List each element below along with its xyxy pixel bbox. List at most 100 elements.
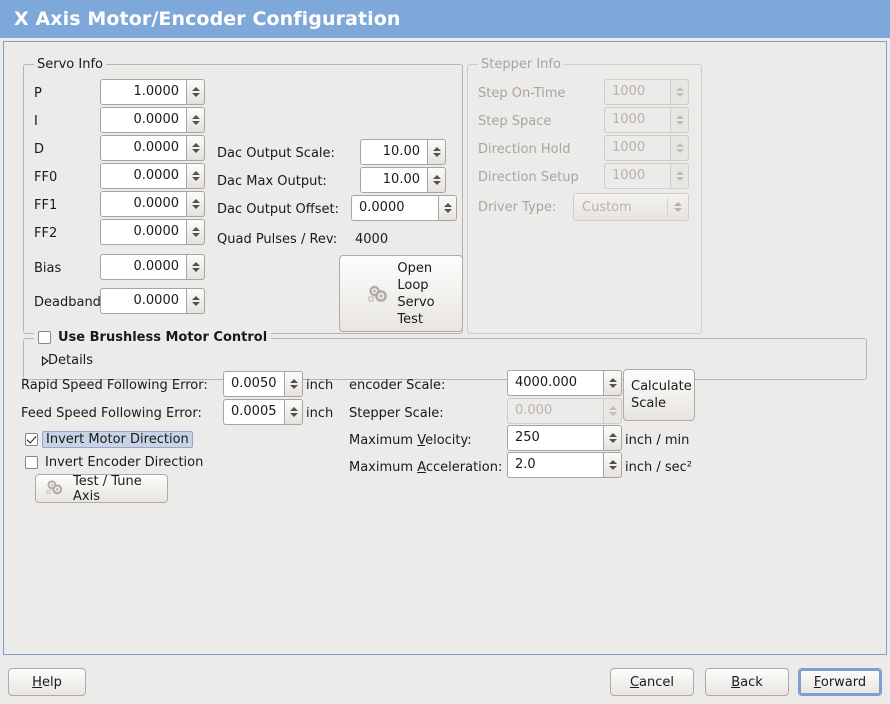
servo-value-ff2[interactable]: 0.0000 — [100, 219, 186, 245]
help-button[interactable]: Help — [8, 668, 86, 696]
servo-spin-i-buttons[interactable] — [186, 107, 205, 133]
max-velocity-buttons[interactable] — [603, 425, 622, 451]
spin-up-icon[interactable] — [191, 296, 200, 300]
spin-down-icon[interactable] — [432, 181, 441, 185]
spin-up-icon[interactable] — [191, 199, 200, 203]
checkbox-box[interactable] — [25, 456, 38, 469]
feed-following-error-buttons[interactable] — [284, 399, 303, 425]
open-loop-servo-test-button[interactable]: Open Loop Servo Test — [339, 255, 463, 332]
spin-down-icon[interactable] — [608, 466, 617, 470]
servo-spin-ff2[interactable]: 0.0000 — [100, 219, 205, 245]
rapid-following-error-spin[interactable]: 0.0050 — [223, 371, 303, 397]
dac-output-offset-spin[interactable]: 0.0000 — [351, 195, 457, 221]
checkbox-box[interactable] — [25, 433, 38, 446]
spin-down-icon[interactable] — [191, 268, 200, 272]
servo-value-ff1[interactable]: 0.0000 — [100, 191, 186, 217]
servo-spin-i[interactable]: 0.0000 — [100, 107, 205, 133]
servo-spin-p-buttons[interactable] — [186, 79, 205, 105]
dac-max-output-spin[interactable]: 10.00 — [360, 167, 446, 193]
spin-up-icon[interactable] — [191, 87, 200, 91]
servo-spin-ff1[interactable]: 0.0000 — [100, 191, 205, 217]
max-velocity-value[interactable]: 250 — [507, 425, 603, 451]
test-tune-axis-button[interactable]: Test / Tune Axis — [35, 474, 168, 504]
servo-value-d[interactable]: 0.0000 — [100, 135, 186, 161]
spin-up-icon[interactable] — [191, 227, 200, 231]
servo-value-ff0[interactable]: 0.0000 — [100, 163, 186, 189]
servo-spin-ff2-buttons[interactable] — [186, 219, 205, 245]
forward-rest: orward — [820, 674, 867, 690]
spin-up-icon[interactable] — [432, 147, 441, 151]
max-velocity-spin[interactable]: 250 — [507, 425, 622, 451]
max-acceleration-buttons[interactable] — [603, 452, 622, 478]
servo-spin-ff0[interactable]: 0.0000 — [100, 163, 205, 189]
checkbox-box[interactable] — [38, 331, 51, 344]
rapid-following-error-buttons[interactable] — [284, 371, 303, 397]
servo-spin-ff1-buttons[interactable] — [186, 191, 205, 217]
dac-output-scale-spin[interactable]: 10.00 — [360, 139, 446, 165]
spin-down-icon[interactable] — [443, 209, 452, 213]
servo-value-i[interactable]: 0.0000 — [100, 107, 186, 133]
spin-up-icon[interactable] — [608, 460, 617, 464]
dac-max-output-buttons[interactable] — [427, 167, 446, 193]
chevron-right-icon[interactable] — [32, 355, 49, 366]
max-acceleration-spin[interactable]: 2.0 — [507, 452, 622, 478]
servo-spin-deadband-buttons[interactable] — [186, 288, 205, 314]
spin-down-icon[interactable] — [191, 233, 200, 237]
spin-down-icon[interactable] — [432, 153, 441, 157]
spin-down-icon[interactable] — [191, 302, 200, 306]
dac-output-scale-value[interactable]: 10.00 — [360, 139, 427, 165]
spin-up-icon[interactable] — [432, 175, 441, 179]
servo-spin-bias[interactable]: 0.0000 — [100, 254, 205, 280]
servo-spin-p[interactable]: 1.0000 — [100, 79, 205, 105]
use-brushless-checkbox[interactable]: Use Brushless Motor Control — [34, 330, 272, 345]
servo-value-deadband[interactable]: 0.0000 — [100, 288, 186, 314]
dac-output-offset-buttons[interactable] — [438, 195, 457, 221]
dac-output-scale-buttons[interactable] — [427, 139, 446, 165]
servo-spin-d[interactable]: 0.0000 — [100, 135, 205, 161]
spin-up-icon[interactable] — [608, 433, 617, 437]
servo-spin-d-buttons[interactable] — [186, 135, 205, 161]
brushless-details-expander[interactable]: Details — [32, 353, 93, 368]
max-acceleration-value[interactable]: 2.0 — [507, 452, 603, 478]
invert-motor-direction-checkbox[interactable]: Invert Motor Direction — [25, 431, 193, 448]
dac-output-offset-value[interactable]: 0.0000 — [351, 195, 438, 221]
spin-up-icon[interactable] — [191, 171, 200, 175]
spin-down-icon[interactable] — [608, 439, 617, 443]
spin-down-icon[interactable] — [191, 205, 200, 209]
servo-spin-ff0-buttons[interactable] — [186, 163, 205, 189]
rapid-following-error-value[interactable]: 0.0050 — [223, 371, 284, 397]
servo-value-p[interactable]: 1.0000 — [100, 79, 186, 105]
direction-hold-label: Direction Hold — [478, 142, 571, 157]
feed-following-error-spin[interactable]: 0.0005 — [223, 399, 303, 425]
spin-up-icon[interactable] — [289, 379, 298, 383]
spin-up-icon[interactable] — [608, 378, 617, 382]
spin-down-icon[interactable] — [191, 177, 200, 181]
spin-down-icon[interactable] — [608, 384, 617, 388]
spin-up-icon[interactable] — [191, 143, 200, 147]
encoder-scale-spin[interactable]: 4000.000 — [507, 370, 622, 396]
back-button[interactable]: Back — [705, 668, 789, 696]
cancel-button[interactable]: Cancel — [610, 668, 694, 696]
spin-down-icon[interactable] — [289, 385, 298, 389]
max-velocity-label-pre: Maximum — [349, 433, 418, 448]
calculate-scale-button[interactable]: Calculate Scale — [623, 369, 695, 421]
feed-following-error-value[interactable]: 0.0005 — [223, 399, 284, 425]
cancel-rest: ancel — [639, 674, 675, 690]
spin-down-icon — [608, 412, 617, 416]
spin-up-icon[interactable] — [289, 407, 298, 411]
spin-down-icon[interactable] — [289, 413, 298, 417]
invert-encoder-direction-checkbox[interactable]: Invert Encoder Direction — [25, 455, 203, 470]
spin-down-icon[interactable] — [191, 121, 200, 125]
servo-spin-deadband[interactable]: 0.0000 — [100, 288, 205, 314]
spin-down-icon[interactable] — [191, 93, 200, 97]
servo-value-bias[interactable]: 0.0000 — [100, 254, 186, 280]
spin-down-icon[interactable] — [191, 149, 200, 153]
dac-max-output-value[interactable]: 10.00 — [360, 167, 427, 193]
forward-button[interactable]: Forward — [798, 668, 882, 696]
spin-up-icon[interactable] — [191, 262, 200, 266]
spin-up-icon[interactable] — [443, 203, 452, 207]
encoder-scale-value[interactable]: 4000.000 — [507, 370, 603, 396]
spin-up-icon[interactable] — [191, 115, 200, 119]
servo-spin-bias-buttons[interactable] — [186, 254, 205, 280]
encoder-scale-buttons[interactable] — [603, 370, 622, 396]
